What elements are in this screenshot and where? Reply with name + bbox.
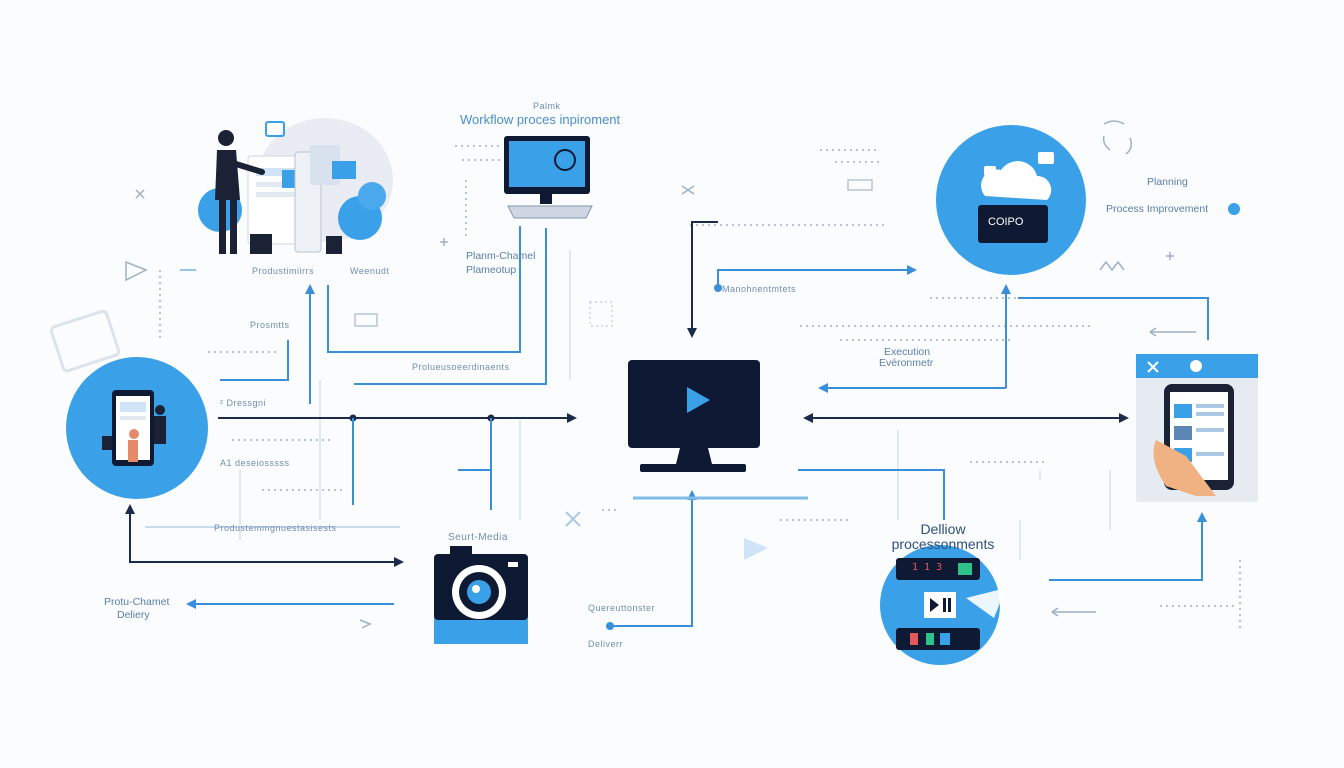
faint-lines (239, 250, 1111, 560)
design-left-label: ² Dressgni (220, 398, 267, 408)
planning-label: Planning (1147, 176, 1188, 188)
dotted-guides (159, 145, 1241, 630)
coipo-label: COIPO (988, 216, 1024, 228)
workflow-title: Workflow proces inpiroment (460, 112, 621, 127)
execution-label: Execution (884, 346, 931, 358)
media-player-icon (880, 545, 1006, 665)
node-blue-top (714, 284, 722, 292)
camera-icon (434, 546, 528, 644)
connector-top-down (687, 221, 718, 338)
tablet-presentation-illustration (66, 357, 208, 499)
multi-channel-label-2: Deliery (117, 609, 150, 621)
person-at-desk-illustration (198, 118, 393, 254)
planm-channel-label: Planm-Chamel (466, 250, 536, 262)
delivery-title-1: Delliow (920, 521, 966, 537)
delivery-title-2: processonments (891, 536, 995, 552)
analytics-left-label: A1 deseiosssss (220, 458, 290, 468)
product-bottom-label: Produstemmgnuestasisests (214, 523, 337, 533)
management-label: Manohnentmtets (722, 284, 797, 294)
social-media-label: Seurt-Media (448, 532, 508, 543)
reference-bottom-label: Quereuttonster (588, 603, 656, 613)
multi-channel-label-1: Protu-Chamet (104, 596, 170, 608)
node-blue-bottom (606, 622, 614, 630)
play-monitor-icon (628, 360, 760, 472)
delivery-small-label: Deliverr (588, 639, 624, 649)
blue-connectors (145, 226, 1209, 627)
process-improvement-label: Process Improvement (1106, 203, 1209, 215)
cloud-server-illustration (936, 125, 1086, 275)
connector-left-circle-to-camera (129, 506, 404, 567)
planm-setup-label: Plameotup (466, 264, 517, 276)
product-line-label-1: Produstimiirrs (252, 266, 315, 276)
environment-label: Evéronmetr (879, 357, 934, 369)
smartphone-app-icon (1136, 354, 1258, 502)
decorative-glyphs (49, 120, 1174, 629)
desktop-monitor-icon (504, 136, 593, 219)
node-process-dot (1228, 203, 1240, 215)
counter-display: 1 1 3 (912, 562, 943, 573)
process-left-label: Prosmtts (250, 320, 290, 330)
gray-arrows (1051, 327, 1196, 617)
product-line-label-2: Weenudt (350, 266, 390, 276)
top-small-label: Palmk (533, 101, 561, 111)
product-coordinates-label: Prolueusoeerdinaents (412, 362, 510, 372)
main-connectors (125, 221, 1129, 567)
